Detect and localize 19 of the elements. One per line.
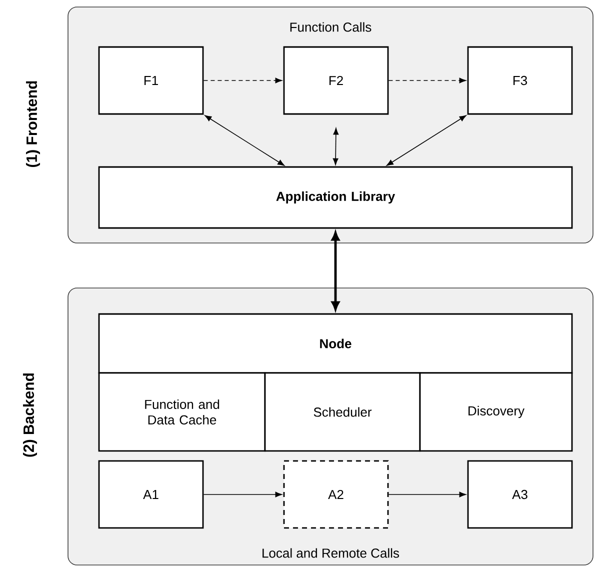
component-box: Scheduler bbox=[264, 372, 421, 452]
component-box: F1 bbox=[98, 46, 204, 115]
component-box: Function and Data Cache bbox=[98, 372, 266, 452]
arrow bbox=[386, 115, 466, 166]
section-label: (1) Frontend bbox=[26, 81, 40, 167]
arrow bbox=[203, 492, 282, 498]
component-box: A1 bbox=[98, 460, 204, 529]
component-box: F3 bbox=[467, 46, 573, 115]
component-box: F2 bbox=[283, 46, 389, 115]
arrow bbox=[388, 78, 466, 84]
arrow bbox=[204, 115, 284, 166]
component-box: A3 bbox=[467, 460, 573, 529]
section-label: (2) Backend bbox=[23, 374, 37, 457]
component-box: Discovery bbox=[419, 372, 573, 452]
component-box: A2 bbox=[283, 460, 389, 529]
arrow bbox=[332, 128, 339, 166]
layer-box: Application Library bbox=[98, 166, 573, 229]
arrow bbox=[203, 78, 282, 84]
arrow bbox=[388, 492, 466, 498]
